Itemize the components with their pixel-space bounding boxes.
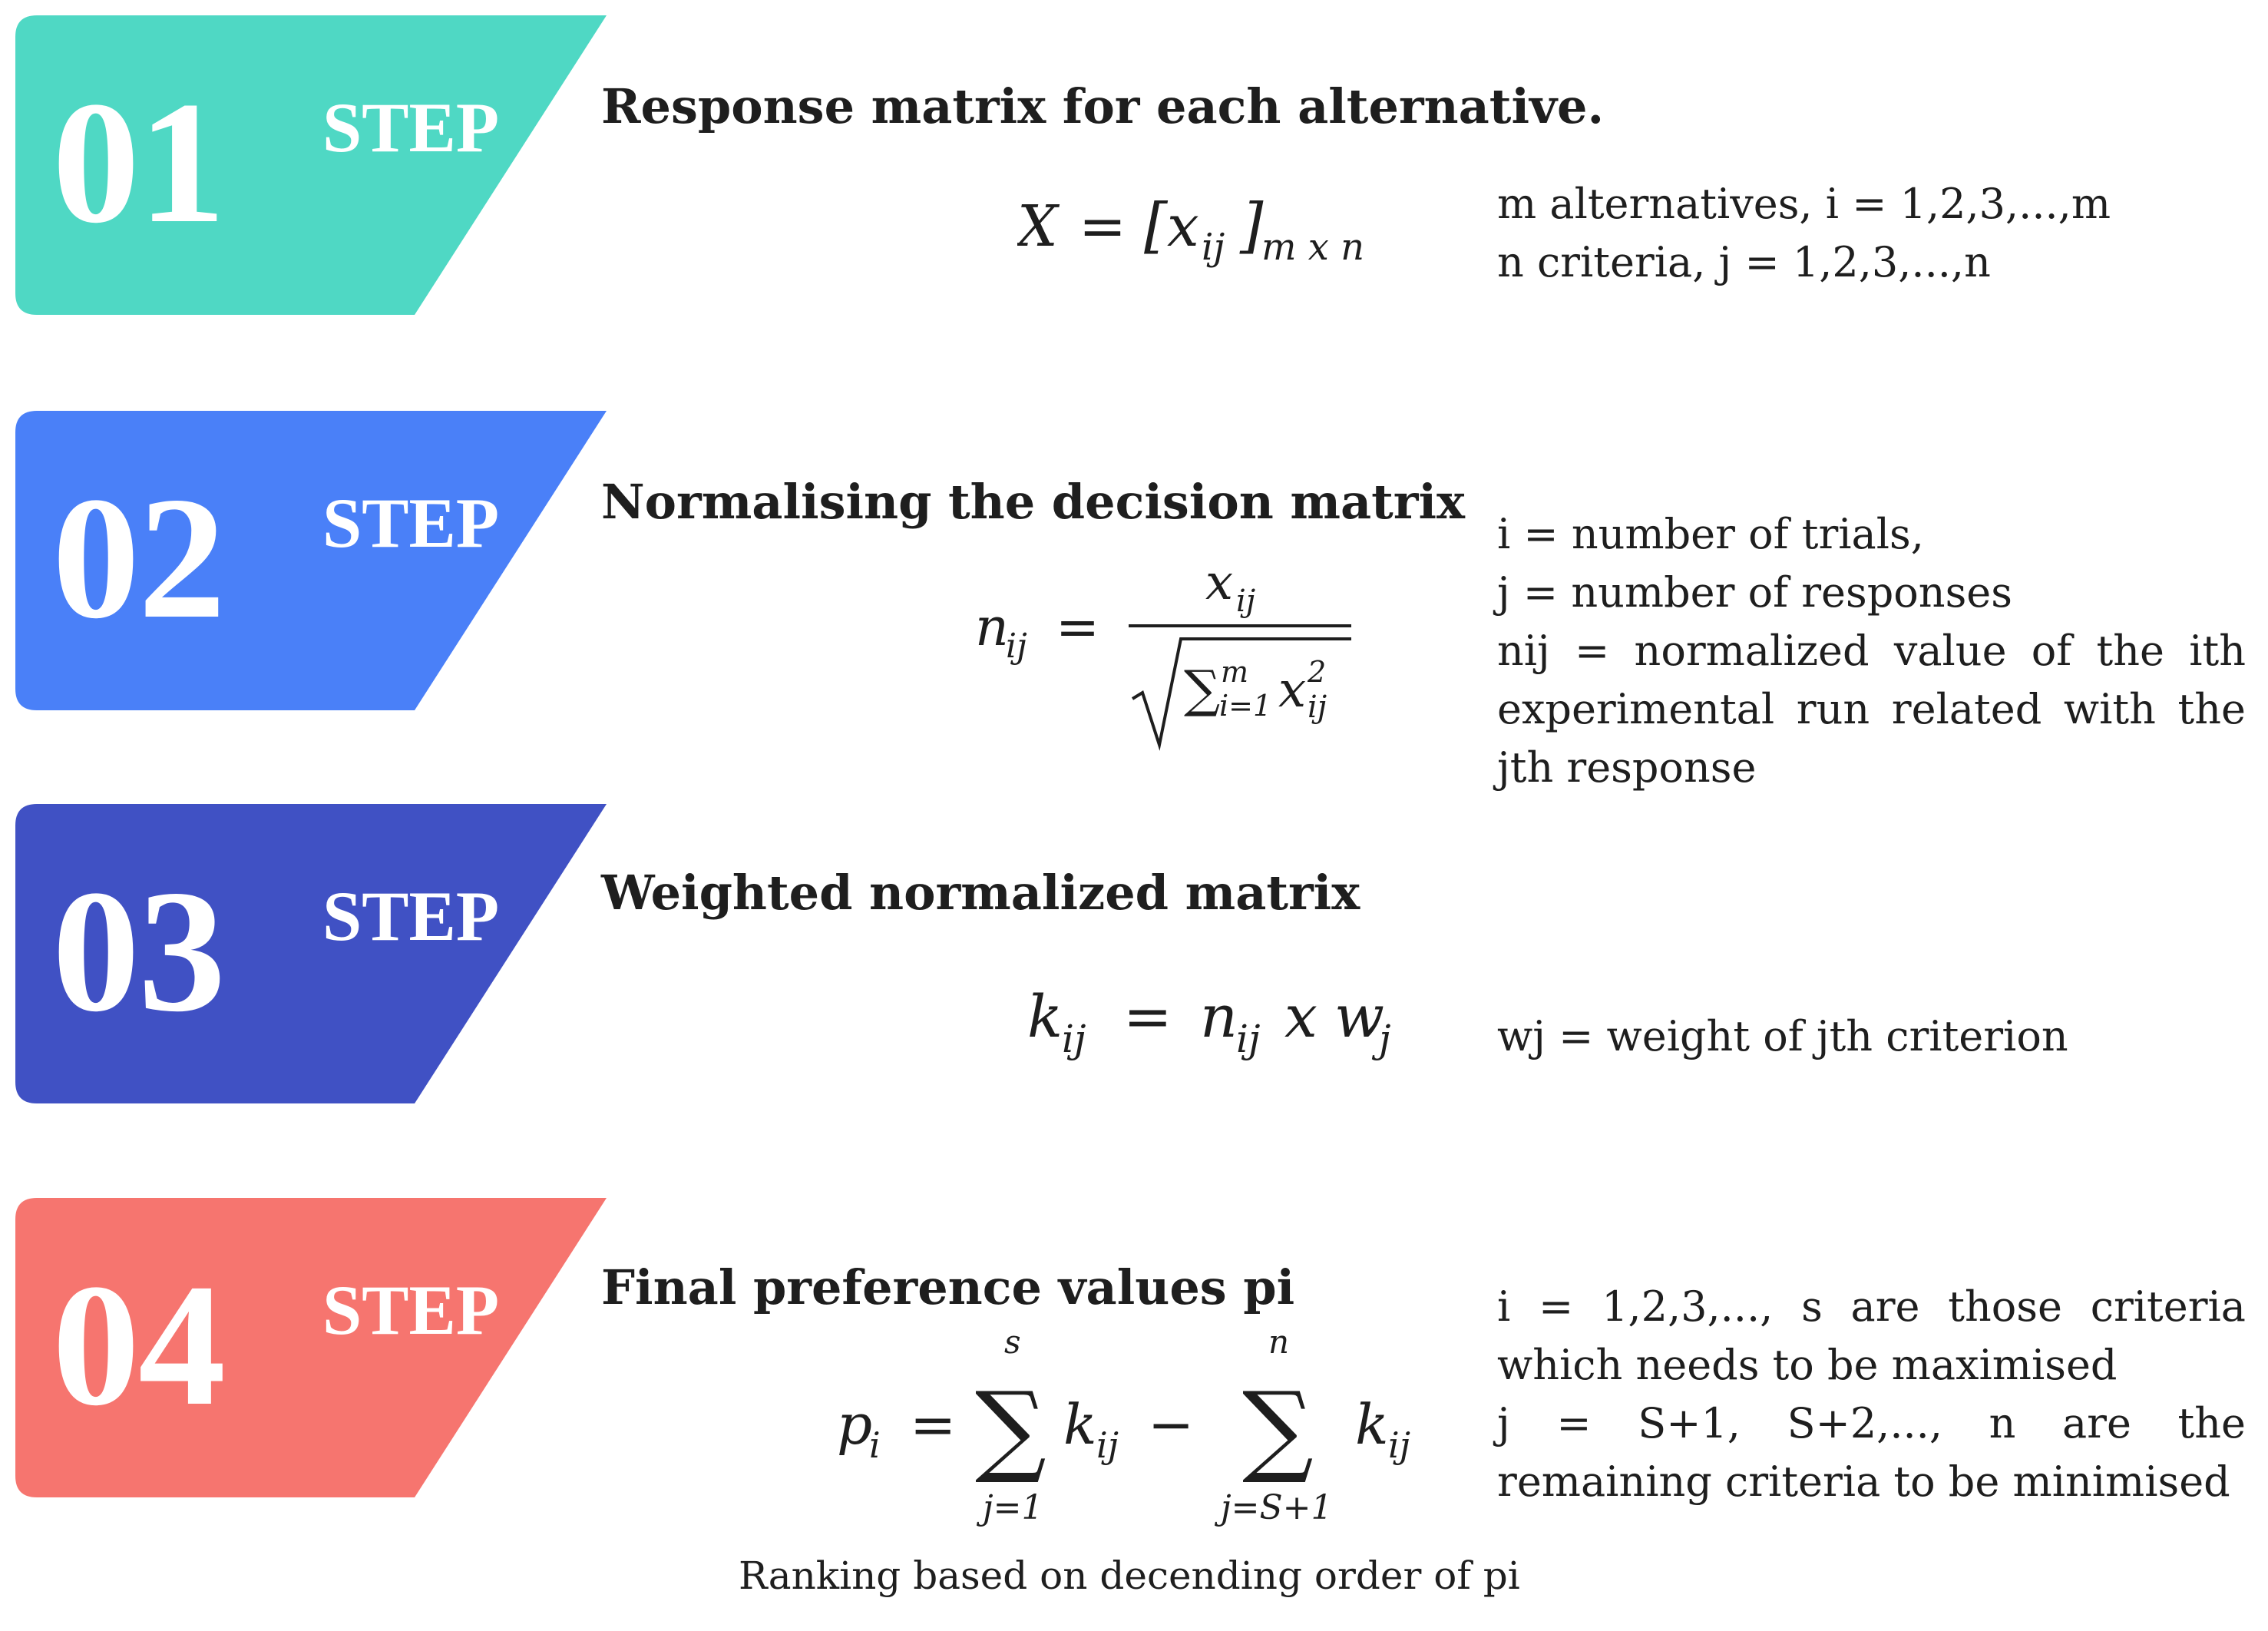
svg-text:x: x bbox=[1284, 983, 1317, 1050]
step-04-number: 04 bbox=[52, 1249, 226, 1442]
svg-text:ij: ij bbox=[1096, 1424, 1119, 1466]
step-01-formula-graphic: X = [ x ij ] m x n bbox=[1013, 191, 1364, 269]
step-02-label: STEP bbox=[322, 484, 500, 562]
svg-text:2: 2 bbox=[1307, 655, 1326, 689]
step-04-title: Final preference values pi bbox=[601, 1259, 1295, 1315]
step-04-description: i = 1,2,3,..., s are those criteria whic… bbox=[1497, 1278, 2246, 1511]
svg-text:ij: ij bbox=[1308, 690, 1327, 725]
svg-text:∑: ∑ bbox=[975, 1370, 1046, 1487]
svg-text:i=1: i=1 bbox=[1219, 689, 1271, 723]
svg-text:k: k bbox=[1355, 1392, 1389, 1457]
step-03-title: Weighted normalized matrix bbox=[601, 865, 1360, 921]
step-02-description: i = number of trials, j = number of resp… bbox=[1497, 505, 2246, 797]
svg-text:ij: ij bbox=[1388, 1424, 1410, 1466]
svg-text:x: x bbox=[1278, 662, 1306, 719]
svg-text:−: − bbox=[1148, 1392, 1194, 1457]
svg-text:n: n bbox=[1268, 1323, 1289, 1361]
step-02-shape bbox=[15, 411, 607, 710]
step-02-formula-graphic: n ij = x ij ∑ m i=1 x 2 ij bbox=[975, 554, 1351, 751]
step-04-shape bbox=[15, 1198, 607, 1497]
svg-text:x: x bbox=[1167, 194, 1199, 260]
step-04-desc-line-1: i = 1,2,3,..., s are those criteria whic… bbox=[1497, 1282, 2246, 1389]
svg-text:s: s bbox=[1004, 1323, 1021, 1361]
step-02-number: 02 bbox=[52, 462, 226, 655]
svg-text:ij: ij bbox=[1202, 226, 1225, 269]
step-02-formula: n ij = x ij ∑ m i=1 x 2 ij bbox=[975, 553, 1359, 763]
svg-text:n: n bbox=[975, 597, 1009, 658]
step-04-banner: 04 STEP bbox=[15, 1198, 607, 1497]
step-03-desc-line-1: wj = weight of jth criterion bbox=[1497, 1012, 2068, 1060]
svg-text:=: = bbox=[1079, 194, 1126, 260]
step-02-desc-line-1: i = number of trials, bbox=[1497, 510, 1924, 558]
svg-text:w: w bbox=[1334, 983, 1384, 1050]
svg-text:]: ] bbox=[1239, 192, 1264, 260]
svg-text:x: x bbox=[1205, 554, 1233, 611]
step-04-formula: p i = s ∑ j=1 k ij − n ∑ j=S+1 k ij bbox=[837, 1321, 1436, 1539]
step-01-banner: 01 STEP bbox=[15, 15, 607, 315]
svg-text:ij: ij bbox=[1062, 1017, 1086, 1061]
svg-text:ij: ij bbox=[1236, 1017, 1261, 1061]
step-03-banner: 03 STEP bbox=[15, 804, 607, 1103]
step-03-description: wj = weight of jth criterion bbox=[1497, 1007, 2246, 1066]
svg-text:[: [ bbox=[1144, 192, 1169, 260]
svg-text:m: m bbox=[1221, 655, 1248, 689]
step-03-shape bbox=[15, 804, 607, 1103]
step-01-shape bbox=[15, 15, 607, 315]
svg-text:ij: ij bbox=[1006, 627, 1027, 666]
svg-text:k: k bbox=[1027, 983, 1063, 1050]
step-01-desc-line-1: m alternatives, i = 1,2,3,...,m bbox=[1497, 180, 2111, 228]
step-02-desc-line-2: j = number of responses bbox=[1497, 568, 2012, 617]
step-03-number: 03 bbox=[52, 855, 226, 1048]
step-01-description: m alternatives, i = 1,2,3,...,m n criter… bbox=[1497, 175, 2246, 292]
step-01-label: STEP bbox=[322, 88, 500, 167]
svg-text:∑: ∑ bbox=[1184, 660, 1220, 719]
svg-text:k: k bbox=[1063, 1392, 1097, 1457]
step-01-desc-line-2: n criteria, j = 1,2,3,...,n bbox=[1497, 238, 1991, 286]
step-02-banner: 02 STEP bbox=[15, 411, 607, 710]
svg-text:=: = bbox=[1123, 983, 1172, 1050]
svg-text:p: p bbox=[837, 1392, 872, 1457]
svg-text:X: X bbox=[1017, 194, 1060, 260]
step-04-label: STEP bbox=[322, 1271, 500, 1349]
svg-text:∑: ∑ bbox=[1242, 1370, 1314, 1487]
step-04-formula-graphic: p i = s ∑ j=1 k ij − n ∑ j=S+1 k ij bbox=[837, 1323, 1410, 1527]
step-03-formula-graphic: k ij = n ij x w j bbox=[1027, 982, 1391, 1061]
svg-text:ij: ij bbox=[1236, 584, 1255, 619]
ranking-caption: Ranking based on decending order of pi bbox=[739, 1553, 1520, 1598]
svg-text:=: = bbox=[1056, 597, 1099, 658]
svg-text:i: i bbox=[869, 1424, 881, 1466]
svg-text:m x n: m x n bbox=[1261, 226, 1364, 269]
step-04-desc-line-2: j = S+1, S+2,..., n are the remaining cr… bbox=[1497, 1399, 2246, 1506]
svg-text:j=1: j=1 bbox=[976, 1488, 1043, 1527]
step-01-number: 01 bbox=[52, 66, 226, 260]
step-03-label: STEP bbox=[322, 877, 500, 955]
step-02-desc-line-3: nij = normalized value of the ith experi… bbox=[1497, 627, 2246, 792]
step-02-title: Normalising the decision matrix bbox=[601, 474, 1465, 530]
svg-text:n: n bbox=[1200, 983, 1238, 1050]
svg-text:=: = bbox=[910, 1392, 956, 1457]
svg-text:j=S+1: j=S+1 bbox=[1214, 1488, 1333, 1527]
step-03-formula: k ij = n ij x w j bbox=[1027, 982, 1442, 1078]
step-01-formula: X = [ x ij ] m x n bbox=[1013, 191, 1432, 298]
step-01-title: Response matrix for each alternative. bbox=[601, 78, 1605, 134]
